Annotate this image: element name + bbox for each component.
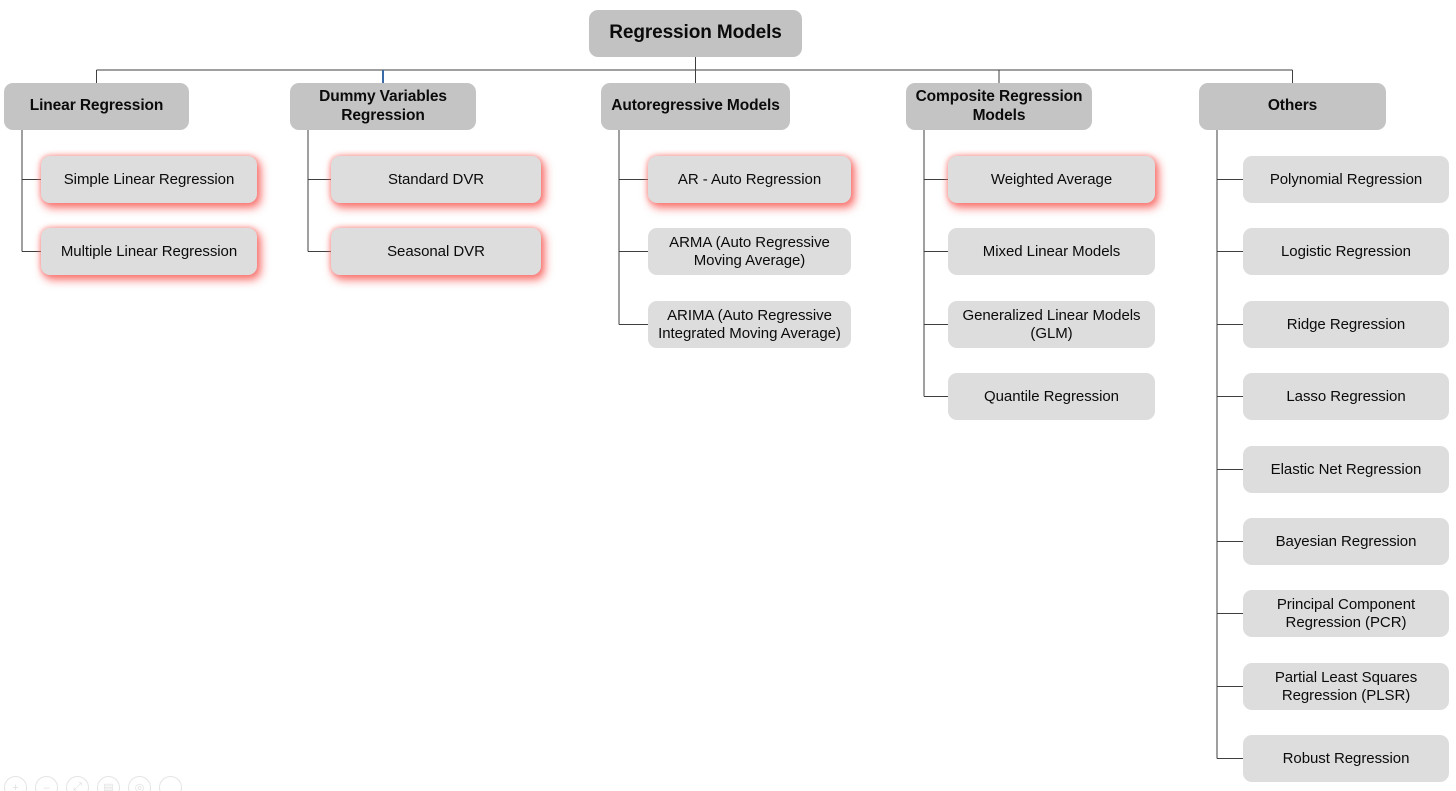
leaf-node-arma-auto-regressive-moving-average[interactable]: ARMA (Auto Regressive Moving Average) [648,228,851,275]
branch-node-composite-regression-models[interactable]: Composite Regression Models [906,83,1092,130]
fit-screen-icon[interactable]: ⤢ [66,776,89,791]
zoom-in-icon[interactable]: + [4,776,27,791]
canvas-toolbar[interactable]: +–⤢ ▤ ◎ [4,776,182,791]
leaf-node-seasonal-dvr[interactable]: Seasonal DVR [331,228,541,275]
more-icon[interactable] [159,776,182,791]
leaf-node-polynomial-regression[interactable]: Polynomial Regression [1243,156,1449,203]
leaf-node-lasso-regression[interactable]: Lasso Regression [1243,373,1449,420]
leaf-node-weighted-average[interactable]: Weighted Average [948,156,1155,203]
fullscreen-icon[interactable]: ▤ [97,776,120,791]
leaf-node-partial-least-squares-regression-plsr[interactable]: Partial Least Squares Regression (PLSR) [1243,663,1449,710]
branch-node-others[interactable]: Others [1199,83,1386,130]
leaf-node-ar-auto-regression[interactable]: AR - Auto Regression [648,156,851,203]
reset-icon[interactable]: ◎ [128,776,151,791]
leaf-node-principal-component-regression-pcr[interactable]: Principal Component Regression (PCR) [1243,590,1449,637]
leaf-node-arima-auto-regressive-integrated-moving-average[interactable]: ARIMA (Auto Regressive Integrated Moving… [648,301,851,348]
leaf-node-logistic-regression[interactable]: Logistic Regression [1243,228,1449,275]
leaf-node-quantile-regression[interactable]: Quantile Regression [948,373,1155,420]
branch-node-dummy-variables-regression[interactable]: Dummy Variables Regression [290,83,476,130]
leaf-node-elastic-net-regression[interactable]: Elastic Net Regression [1243,446,1449,493]
leaf-node-standard-dvr[interactable]: Standard DVR [331,156,541,203]
leaf-node-bayesian-regression[interactable]: Bayesian Regression [1243,518,1449,565]
branch-node-autoregressive-models[interactable]: Autoregressive Models [601,83,790,130]
leaf-node-multiple-linear-regression[interactable]: Multiple Linear Regression [41,228,257,275]
leaf-node-mixed-linear-models[interactable]: Mixed Linear Models [948,228,1155,275]
zoom-out-icon[interactable]: – [35,776,58,791]
branch-node-linear-regression[interactable]: Linear Regression [4,83,189,130]
leaf-node-generalized-linear-models-glm[interactable]: Generalized Linear Models (GLM) [948,301,1155,348]
leaf-node-simple-linear-regression[interactable]: Simple Linear Regression [41,156,257,203]
leaf-node-ridge-regression[interactable]: Ridge Regression [1243,301,1449,348]
root-node-regression-models[interactable]: Regression Models [589,10,802,57]
leaf-node-robust-regression[interactable]: Robust Regression [1243,735,1449,782]
